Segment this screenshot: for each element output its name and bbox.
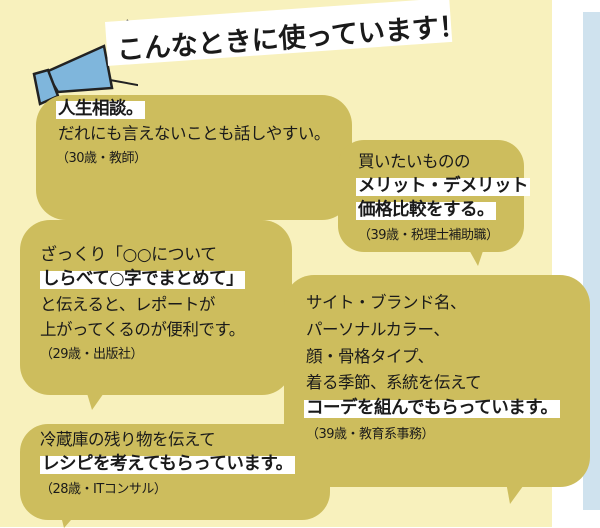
bubble-4-line-4: 着る季節、系統を伝えて bbox=[306, 373, 482, 392]
bubble-2-line-3: 価格比較をする。 bbox=[356, 200, 496, 220]
speech-bubble-2 bbox=[338, 140, 524, 252]
bubble-3-note: （29歳・出版社） bbox=[40, 347, 144, 362]
bubble-2-note: （39歳・税理士補助職） bbox=[358, 228, 499, 243]
bubble-1-line-2: だれにも言えないことも話しやすい。 bbox=[58, 124, 330, 143]
bubble-4-line-1: サイト・ブランド名、 bbox=[306, 293, 467, 312]
bubble-4-line-3: 顔・骨格タイプ、 bbox=[306, 347, 434, 366]
bubble-4-line-5: コーデを組んでもらっています。 bbox=[304, 398, 560, 418]
bubble-tail bbox=[506, 482, 526, 504]
bubble-tail bbox=[60, 512, 78, 528]
bubble-1-line-1: 人生相談。 bbox=[56, 99, 145, 119]
bubble-4-note: （39歳・教育系事務） bbox=[306, 427, 435, 442]
bubble-5-line-1: 冷蔵庫の残り物を伝えて bbox=[40, 430, 216, 449]
bubble-tail bbox=[468, 248, 484, 266]
bubble-3-line-4: 上がってくるのが便利です。 bbox=[40, 320, 245, 339]
bubble-4-line-2: パーソナルカラー、 bbox=[306, 320, 450, 339]
bubble-5-note: （28歳・ITコンサル） bbox=[40, 482, 167, 497]
bubble-3-line-3: と伝えると、レポートが bbox=[40, 295, 215, 314]
bubble-2-line-1: 買いたいものの bbox=[358, 152, 471, 171]
bubble-2-line-2: メリット・デメリット bbox=[356, 176, 530, 196]
speech-bubble-3 bbox=[20, 220, 292, 395]
bubble-1-note: （30歳・教師） bbox=[56, 151, 147, 166]
bubble-tail bbox=[86, 390, 106, 410]
speech-bubble-4 bbox=[284, 275, 590, 487]
bubble-5-line-2: レシピを考えてもらっています。 bbox=[40, 454, 295, 474]
bubble-3-line-2: しらべて○字でまとめて」 bbox=[40, 269, 246, 289]
bubble-3-line-1: ざっくり「○○について bbox=[40, 245, 217, 265]
